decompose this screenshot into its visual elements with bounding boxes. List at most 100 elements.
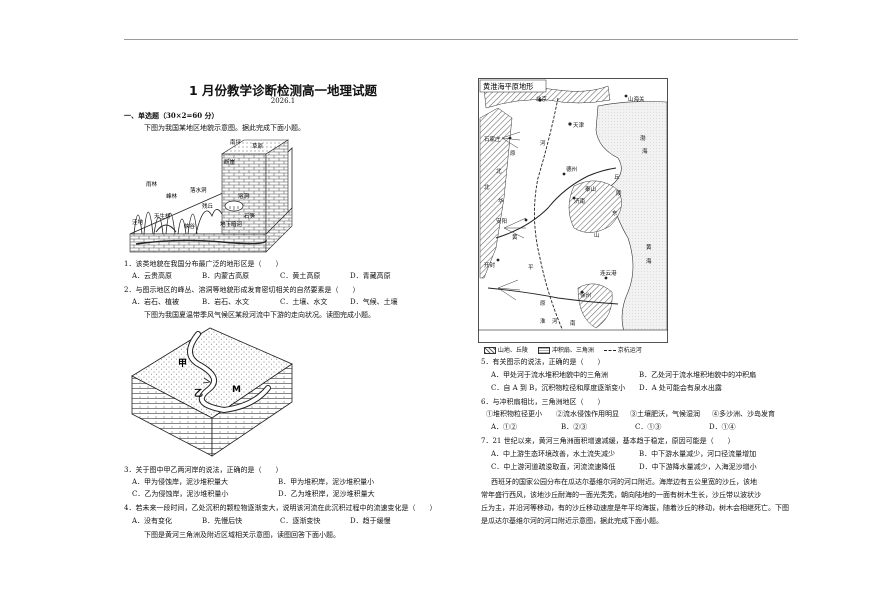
map-label: 徐州 (580, 293, 592, 299)
q4-option[interactable]: A．没有变化 (132, 517, 173, 525)
q7-stem: 7．21 世纪以来，黄河三角洲面积增速减缓，基本趋于稳定，原因可能是（ ） (481, 437, 735, 445)
karst-landform-figure: 草原 南坪 雨林 断崖 峰林 溶洞 地下暗河 天生桥 落水洞 洼地 峡谷 石笋 … (129, 138, 293, 253)
map-label: 山海关 (628, 97, 645, 103)
map-label: 德州 (566, 167, 578, 173)
q2-option[interactable]: A．岩石、植被 (132, 298, 180, 306)
svg-text:石笋: 石笋 (244, 212, 256, 220)
huang-huai-hai-map: 黄淮海平原地形 (478, 78, 668, 343)
q2-option[interactable]: D．气候、土壤 (350, 298, 398, 306)
map-label: 海 (646, 259, 652, 265)
page-title: 1 月份教学诊断检测高一地理试题 (188, 83, 378, 98)
q6-items: ①堆积物粒径更小 ②流水侵蚀作用明显 ③土壤肥沃，气候湿润 ④多沙洲、沙岛发育 (486, 410, 775, 419)
map-label: 黄 (646, 245, 652, 251)
river-meander-figure: 甲 乙 M (131, 327, 293, 457)
map-label: 连云港 (600, 271, 617, 277)
legend-swatch-mountain (484, 347, 496, 354)
q5-option[interactable]: D．A 处可能会有泉水出露 (639, 384, 722, 392)
q5-stem: 5．有关图示的说法，正确的是（ ） (481, 358, 605, 366)
q4-option[interactable]: B．先慢后快 (202, 517, 243, 525)
q5-option[interactable]: C．自 A 到 B，沉积物粒径和厚度逐渐变小 (491, 384, 626, 392)
q4-option[interactable]: C．逐渐变快 (280, 517, 321, 525)
q1-option[interactable]: D．青藏高原 (350, 272, 391, 280)
map-label: 天津 (573, 123, 585, 129)
map-label: 渤 (640, 136, 646, 142)
map-label: 南 (570, 321, 576, 327)
svg-text:南坪: 南坪 (230, 138, 242, 146)
q6-option[interactable]: A．①② (491, 423, 518, 431)
q7-options-row2: C．中上游河道疏浚取直，河流流速降低 D．中下游降水量减少，入海泥沙增小 (491, 463, 757, 472)
q5-option[interactable]: B．乙处河于流水堆积地貌中的冲积扇 (639, 371, 757, 379)
map-label: 石家庄 (484, 137, 501, 143)
q1-option[interactable]: A．云贵高原 (132, 272, 173, 280)
map-title: 黄淮海平原地形 (483, 82, 533, 91)
q7-option[interactable]: D．中下游降水量减少，入海泥沙增小 (639, 463, 757, 471)
svg-text:M: M (232, 385, 241, 395)
header-rule (124, 39, 798, 40)
q3-options-row2: C．乙为侵蚀岸，泥沙堆积量小 D．乙为堆积岸，泥沙堆积量大 (132, 490, 375, 499)
q2-option[interactable]: B．岩石、水文 (202, 298, 250, 306)
svg-text:草原: 草原 (252, 142, 264, 150)
legend-fan-label: 冲积扇、三角洲 (551, 347, 594, 354)
q6-item: ②流水侵蚀作用明显 (556, 410, 619, 418)
map-label: 济南 (574, 199, 586, 205)
svg-text:溶洞: 溶洞 (238, 192, 250, 200)
map-label: 原 (540, 301, 546, 307)
q4-stem: 4．若未来一段时间，乙处沉积的颗粒物逐渐变大，说明该河流在此沉积过程中的流速变化… (124, 504, 437, 512)
q7-option[interactable]: C．中上游河道疏浚取直，河流流速降低 (491, 463, 616, 471)
q6-option[interactable]: B．②③ (561, 423, 588, 431)
q6-option[interactable]: C．①③ (635, 423, 662, 431)
q6-item: ④多沙洲、沙岛发育 (712, 410, 775, 418)
svg-text:洼地: 洼地 (132, 218, 144, 226)
svg-text:雨林: 雨林 (146, 180, 158, 188)
map-label: 安阳 (496, 219, 508, 225)
map-label: 河 (540, 141, 546, 147)
legend-mountain-label: 山地、丘陵 (497, 347, 528, 354)
map-label: 淮 (540, 319, 546, 325)
q1-option[interactable]: C．黄土高原 (280, 272, 321, 280)
exam-date: 2026.1 (270, 97, 296, 105)
q2-options: A．岩石、植被 B．岩石、水文 C．土壤、水文 D．气候、土壤 (132, 298, 398, 307)
q5-option[interactable]: A．甲处河于流水堆积地貌中的三角洲 (491, 371, 609, 379)
map-label: 黄 (512, 235, 518, 241)
map-label: 陵 (616, 191, 622, 197)
q5-options-row2: C．自 A 到 B，沉积物粒径和厚度逐渐变小 D．A 处可能会有泉水出露 (491, 384, 722, 393)
q4-option[interactable]: D．趋于缓慢 (350, 517, 391, 525)
map-label: 丘 (614, 175, 620, 181)
q3-option[interactable]: B．甲为堆积岸，泥沙堆积量小 (278, 478, 375, 486)
svg-text:天生桥: 天生桥 (154, 212, 171, 220)
q3-option[interactable]: D．乙为堆积岸，泥沙堆积量大 (278, 490, 375, 498)
map-label: 北 (496, 169, 502, 175)
svg-text:峡谷: 峡谷 (184, 222, 196, 230)
map-label: 河 (552, 319, 558, 325)
passage-line: 是瓜达尔基维尔河的河口附近示意图，据此完成下面小题。 (481, 517, 663, 525)
map-label: 华 (498, 199, 504, 205)
q3-option[interactable]: C．乙为侵蚀岸，泥沙堆积量小 (132, 490, 229, 498)
q3-option[interactable]: A．甲为侵蚀岸，泥沙堆积量大 (132, 478, 229, 486)
q7-option[interactable]: A．中上游生态环境改善，水土流失减少 (491, 450, 616, 458)
map-label: 北京 (536, 97, 548, 103)
intro-2: 下图为我国夏温带季风气候区某段河流中下游的走向状况。读图完成小题。 (144, 311, 375, 319)
q3-options-row1: A．甲为侵蚀岸，泥沙堆积量大 B．甲为堆积岸，泥沙堆积量小 (132, 478, 374, 487)
map-label: 原 (510, 151, 516, 157)
legend-swatch-fan (537, 347, 550, 354)
map-label: 平 (528, 265, 534, 271)
q7-option[interactable]: B．中下游水量减少，河口径流量增加 (639, 450, 757, 458)
svg-text:峰林: 峰林 (166, 192, 178, 200)
q1-stem: 1．该类地貌在我国分布最广泛的地形区是（ ） (124, 260, 283, 268)
q3-stem: 3．关于图中甲乙两河岸的说法，正确的是（ ） (124, 466, 283, 474)
map-label: 海 (642, 149, 648, 155)
passage-line: 丘为主，并沿河等移动，有的沙丘移动速度是年平均海拔，随着沙丘的移动，树木会相继死… (481, 504, 789, 512)
passage-line: 西班牙的国家公园分布在瓜达尔基维尔河的河口附近。海岸边有五公里宽的沙丘，该地 (491, 478, 757, 486)
q6-item: ①堆积物粒径更小 (486, 410, 542, 418)
map-label: 北 (484, 185, 490, 191)
legend-fan: 冲积扇、三角洲 (537, 345, 594, 354)
q1-option[interactable]: B．内蒙古高原 (202, 272, 250, 280)
q1-options: A．云贵高原 B．内蒙古高原 C．黄土高原 D．青藏高原 (132, 272, 391, 281)
svg-text:地下暗河: 地下暗河 (220, 220, 243, 228)
q2-option[interactable]: C．土壤、水文 (280, 298, 328, 306)
section-heading: 一、单选题（30×2=60 分） (124, 111, 219, 120)
passage-line: 常年盛行西风，该地沙丘耐海的一面光秃秃，朝向陆地的一面有树木生长，沙丘带以波状沙 (481, 491, 761, 499)
legend-swatch-canal (603, 350, 616, 351)
q6-option[interactable]: D．①④ (709, 423, 736, 431)
intro-1: 下图为我国某地区地貌示意图。据此完成下面小题。 (144, 124, 305, 132)
